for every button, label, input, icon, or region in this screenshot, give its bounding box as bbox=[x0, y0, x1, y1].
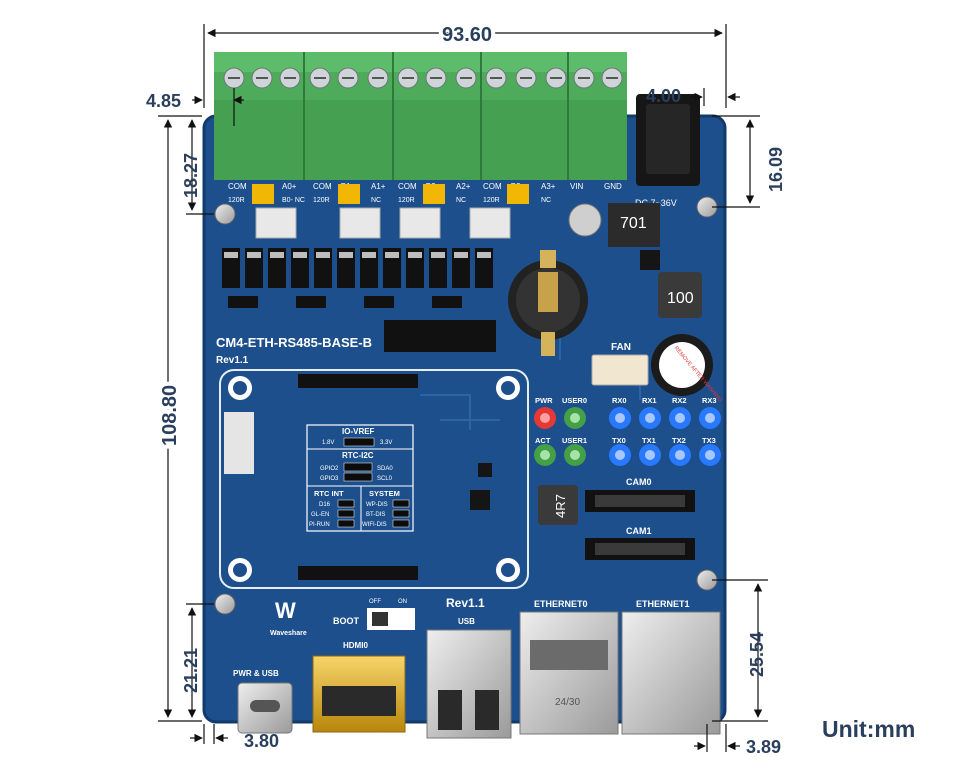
inductor-mid-label: 100 bbox=[667, 290, 694, 307]
terminal-label: NC bbox=[371, 197, 381, 204]
misc-ics bbox=[470, 250, 660, 510]
d16-label: D16 bbox=[319, 502, 331, 508]
boot-on-label: ON bbox=[398, 599, 407, 605]
terminal-label: COM bbox=[313, 182, 332, 191]
terminal-label: 120R bbox=[398, 197, 415, 204]
terminal-label: NC bbox=[456, 197, 466, 204]
cam1-label: CAM1 bbox=[626, 526, 652, 536]
ethernet1-label: ETHERNET1 bbox=[636, 599, 690, 609]
hdmi-label: HDMI0 bbox=[343, 641, 368, 650]
dim-hole-bottom-left: 21.21 bbox=[181, 648, 201, 693]
io-vref-label: IO-VREF bbox=[342, 427, 375, 436]
terminal-label: B0- NC bbox=[282, 197, 305, 204]
dimension-lines bbox=[158, 24, 768, 752]
rtc-i2c-label: RTC-I2C bbox=[342, 451, 374, 460]
terminal-label: 120R bbox=[313, 197, 330, 204]
dim-height-total: 108.80 bbox=[159, 385, 181, 446]
gpio2-label: GPIO2 bbox=[320, 466, 339, 472]
led-act-label: ACT bbox=[535, 436, 551, 445]
pi-run-label: PI-RUN bbox=[309, 522, 330, 528]
led-rx-label: RX3 bbox=[702, 396, 717, 405]
bt-dis-label: BT-DIS bbox=[366, 512, 385, 518]
terminal-label: COM bbox=[398, 182, 417, 191]
power-components: 701 100 4R7 bbox=[538, 203, 702, 525]
rs485-terminal-block bbox=[214, 52, 627, 180]
board-revision: Rev1.1 bbox=[216, 355, 249, 366]
led-tx-label: TX2 bbox=[672, 436, 686, 445]
cm4-socket-area bbox=[219, 369, 529, 589]
system-label: SYSTEM bbox=[369, 489, 400, 498]
dim-right-offset: 3.89 bbox=[746, 737, 781, 757]
led-rx-label: RX1 bbox=[642, 396, 657, 405]
led-tx-label: TX1 bbox=[642, 436, 656, 445]
wifi-dis-label: WIFI-DIS bbox=[362, 522, 387, 528]
v33-label: 3.3V bbox=[380, 440, 392, 446]
terminal-label: VIN bbox=[570, 182, 584, 191]
bottom-connectors: W Waveshare BOOT OFF ON Rev1.1 USB HDMI0… bbox=[233, 596, 721, 739]
usb-label: USB bbox=[458, 617, 475, 626]
rtc-int-label: RTC INT bbox=[314, 489, 344, 498]
dim-left-margin: 4.85 bbox=[146, 91, 181, 111]
revision-right-label: Rev1.1 bbox=[446, 596, 485, 610]
dim-usbc-offset: 3.80 bbox=[244, 731, 279, 751]
buzzer: REMOVE AFTER WASHING bbox=[651, 334, 723, 403]
cam0-label: CAM0 bbox=[626, 477, 652, 487]
board-title-area: CM4-ETH-RS485-BASE-B Rev1.1 bbox=[216, 320, 496, 366]
camera-connectors: CAM0 CAM1 bbox=[585, 477, 695, 560]
dim-dc-jack: 4.00 bbox=[646, 86, 681, 106]
dimension-labels: 93.60 4.85 4.00 18.27 16.09 108.80 21.21… bbox=[146, 20, 786, 757]
terminal-label: A1+ bbox=[371, 182, 386, 191]
led-tx-label: TX0 bbox=[612, 436, 626, 445]
unit-label: Unit:mm bbox=[822, 716, 916, 742]
v18-label: 1.8V bbox=[322, 440, 334, 446]
ethernet0-label: ETHERNET0 bbox=[534, 599, 588, 609]
terminal-label: A2+ bbox=[456, 182, 471, 191]
sda0-label: SDA0 bbox=[377, 466, 393, 472]
dim-hole-top-right: 16.09 bbox=[766, 147, 786, 192]
gl-en-label: GL-EN bbox=[311, 512, 329, 518]
led-rx-label: RX0 bbox=[612, 396, 627, 405]
terminal-label: GND bbox=[604, 182, 622, 191]
terminal-label: 120R bbox=[483, 197, 500, 204]
terminal-label: COM bbox=[228, 182, 247, 191]
boot-off-label: OFF bbox=[369, 599, 381, 605]
inductor-top-label: 701 bbox=[620, 215, 647, 232]
led-user1-label: USER1 bbox=[562, 436, 587, 445]
brand-label: Waveshare bbox=[270, 630, 307, 637]
board-name: CM4-ETH-RS485-BASE-B bbox=[216, 335, 372, 350]
terminal-label: NC bbox=[541, 197, 551, 204]
terminal-label: COM bbox=[483, 182, 502, 191]
termination-jumpers bbox=[252, 184, 529, 239]
fan-connector: FAN bbox=[591, 342, 649, 386]
eth-chip-label: 24/30 bbox=[555, 697, 580, 708]
boot-label: BOOT bbox=[333, 616, 360, 626]
led-tx-label: TX3 bbox=[702, 436, 716, 445]
led-user0-label: USER0 bbox=[562, 396, 587, 405]
led-rx-label: RX2 bbox=[672, 396, 687, 405]
rtc-battery-holder bbox=[508, 250, 588, 356]
scl0-label: SCL0 bbox=[377, 476, 393, 482]
dim-hole-top-left: 18.27 bbox=[181, 153, 201, 198]
terminal-label: A0+ bbox=[282, 182, 297, 191]
terminal-label: A3+ bbox=[541, 182, 556, 191]
protection-components bbox=[222, 248, 493, 308]
terminal-label: 120R bbox=[228, 197, 245, 204]
config-panel: IO-VREF 1.8V 3.3V RTC-I2C GPIO2 GPIO3 SD… bbox=[306, 424, 414, 532]
led-pwr-label: PWR bbox=[535, 396, 553, 405]
pwr-usb-label: PWR & USB bbox=[233, 669, 279, 678]
wp-dis-label: WP-DIS bbox=[366, 502, 388, 508]
fan-label: FAN bbox=[611, 342, 631, 353]
dim-width-total: 93.60 bbox=[442, 24, 492, 46]
dim-hole-bottom-right: 25.54 bbox=[747, 632, 767, 677]
gpio3-label: GPIO3 bbox=[320, 476, 339, 482]
inductor-left-label: 4R7 bbox=[553, 494, 568, 518]
waveshare-logo-icon: W bbox=[275, 598, 296, 623]
